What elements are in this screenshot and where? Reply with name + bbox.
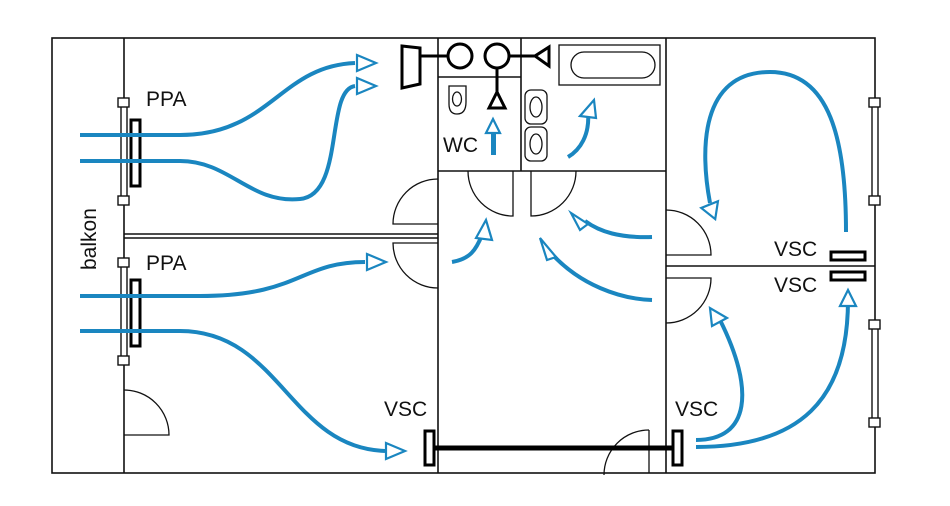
arrowhead-icon [355, 76, 379, 96]
door-entrance-arc [603, 429, 650, 476]
arrowhead-icon [568, 209, 590, 232]
window-frame [117, 195, 130, 206]
exhaust-fan-icon [400, 44, 422, 90]
vsc-vent-bottom-left [423, 429, 436, 467]
arrowhead-icon [577, 97, 598, 120]
door-bath [530, 170, 577, 217]
door-right-lower [665, 277, 712, 324]
window-left-top [120, 103, 128, 201]
ppa-inlet-bottom [129, 278, 142, 348]
windows [117, 97, 881, 428]
airflow-right-bottom-1 [695, 319, 745, 442]
window-right-top [871, 103, 879, 201]
door-left-upper [392, 178, 439, 225]
airflow-bath [566, 111, 591, 159]
arrowhead-wc-icon [484, 116, 502, 135]
vsc-vent-right-upper [829, 250, 867, 262]
airflow-inlet-top-2 [80, 84, 356, 202]
window-frame [868, 195, 881, 206]
window-frame [868, 97, 881, 108]
window-frame [117, 355, 130, 366]
ppa-inlet-top [129, 118, 142, 188]
walls [51, 37, 876, 474]
bathtub-icon [558, 44, 661, 86]
label-ppa-bottom: PPA [146, 252, 186, 275]
label-vsc-bottom-left: VSC [384, 398, 427, 421]
airflow-hall-2 [583, 219, 653, 240]
toilet-icon [448, 85, 467, 115]
doors [123, 170, 712, 476]
duct-circle-icon [446, 42, 474, 70]
label-vsc-right-upper: VSC [774, 238, 817, 261]
door-balcony [123, 389, 170, 436]
arrowhead-icon [355, 53, 379, 73]
sink-icon [524, 126, 548, 162]
vsc-vent-bottom-right [671, 429, 684, 467]
airflow-right-bottom-2 [695, 299, 850, 449]
airflow-wc [491, 131, 496, 155]
window-right-bottom [871, 325, 879, 423]
label-vsc-right-lower: VSC [774, 274, 817, 297]
sink-icon [524, 89, 548, 125]
door-left-lower [392, 242, 439, 289]
outer-wall [51, 37, 876, 474]
window-frame [117, 257, 130, 268]
valve-triangle-icon [532, 44, 551, 69]
arrowhead-icon [699, 199, 720, 222]
labels: PPA PPA WC VSC VSC VSC VSC balkon [78, 88, 817, 421]
door-wc [467, 170, 514, 217]
arrowheads [355, 53, 858, 461]
airflow-inlet-bottom-2 [80, 329, 386, 453]
vsc-vent-right-lower [829, 270, 867, 282]
arrowhead-icon [538, 237, 558, 262]
label-vsc-bottom-right: VSC [675, 398, 718, 421]
label-ppa-top: PPA [146, 88, 186, 111]
arrowhead-icon [365, 252, 389, 272]
window-frame [868, 319, 881, 330]
toilet-bowl [451, 91, 463, 107]
vent-units [129, 118, 867, 467]
door-right-upper [665, 209, 712, 256]
airflow [80, 61, 850, 453]
airflow-inlet-top-1 [80, 61, 356, 137]
window-frame [117, 97, 130, 108]
window-left-bottom [120, 263, 128, 361]
arrowhead-icon [474, 217, 494, 242]
airflow-right-room [703, 69, 848, 233]
duct-circle-icon [483, 42, 511, 70]
window-frame [868, 417, 881, 428]
label-balcony: balkon [78, 208, 101, 270]
fixtures [400, 42, 661, 162]
airflow-inlet-bottom-1 [80, 260, 366, 298]
arrowhead-icon [838, 287, 858, 308]
label-wc: WC [443, 134, 478, 157]
arrowhead-icon [384, 441, 408, 461]
arrowhead-icon [708, 305, 730, 328]
airflow-hall-3 [549, 251, 653, 302]
exhaust-valve-icon [486, 88, 508, 110]
